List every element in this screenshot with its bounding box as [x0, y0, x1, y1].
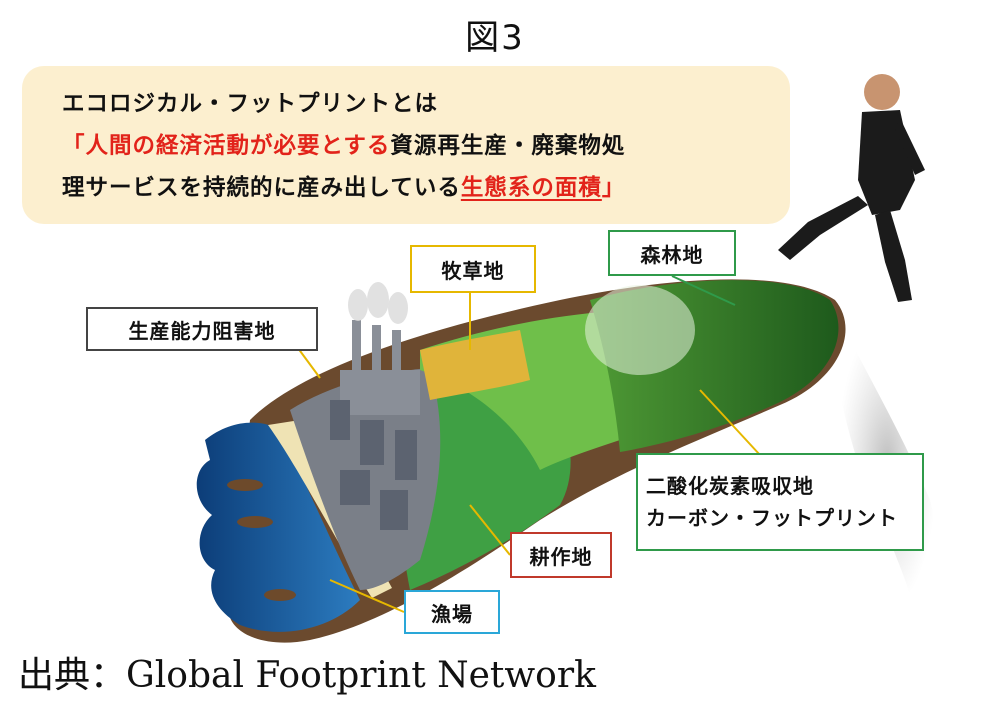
label-carbon-uptake-line-1: 二酸化炭素吸収地	[646, 474, 814, 498]
buildings-icon	[330, 400, 417, 530]
label-fishing-grounds: 漁場	[404, 590, 500, 634]
definition-emphasis: 「人間の経済活動が必要とする	[62, 133, 391, 159]
definition-line-2: 「人間の経済活動が必要とする資源再生産・廃棄物処	[62, 128, 625, 160]
leader-lines	[291, 275, 761, 613]
label-carbon-uptake-line-2: カーボン・フットプリント	[646, 506, 898, 530]
carbon-haze	[585, 285, 695, 375]
label-carbon-uptake: 二酸化炭素吸収地 カーボン・フットプリント	[636, 453, 924, 551]
boat-icon	[227, 479, 296, 601]
source-credit: 出典：Global Footprint Network	[18, 655, 596, 696]
sea-area	[196, 422, 360, 632]
definition-line-3-rest: 理サービスを持続的に産み出している	[62, 175, 461, 201]
walking-man-icon	[778, 74, 925, 302]
factory-icon	[340, 320, 420, 415]
label-pasture: 牧草地	[410, 245, 536, 293]
figure-title: 図3	[465, 18, 525, 58]
wheat-field	[420, 330, 530, 400]
smoke-icon	[348, 282, 408, 324]
definition-ecosystem-area: 生態系の面積	[460, 175, 602, 201]
label-built-up-land: 生産能力阻害地	[86, 307, 318, 351]
label-forest: 森林地	[608, 230, 736, 276]
definition-line-2-rest: 資源再生産・廃棄物処	[390, 133, 626, 159]
label-cropland: 耕作地	[510, 532, 612, 578]
definition-line-1: エコロジカル・フットプリントとは	[62, 91, 439, 117]
definition-line-3: 理サービスを持続的に産み出している生態系の面積」	[62, 170, 625, 202]
definition-close-bracket: 」	[601, 175, 626, 201]
definition-box: エコロジカル・フットプリントとは 「人間の経済活動が必要とする資源再生産・廃棄物…	[22, 66, 790, 224]
